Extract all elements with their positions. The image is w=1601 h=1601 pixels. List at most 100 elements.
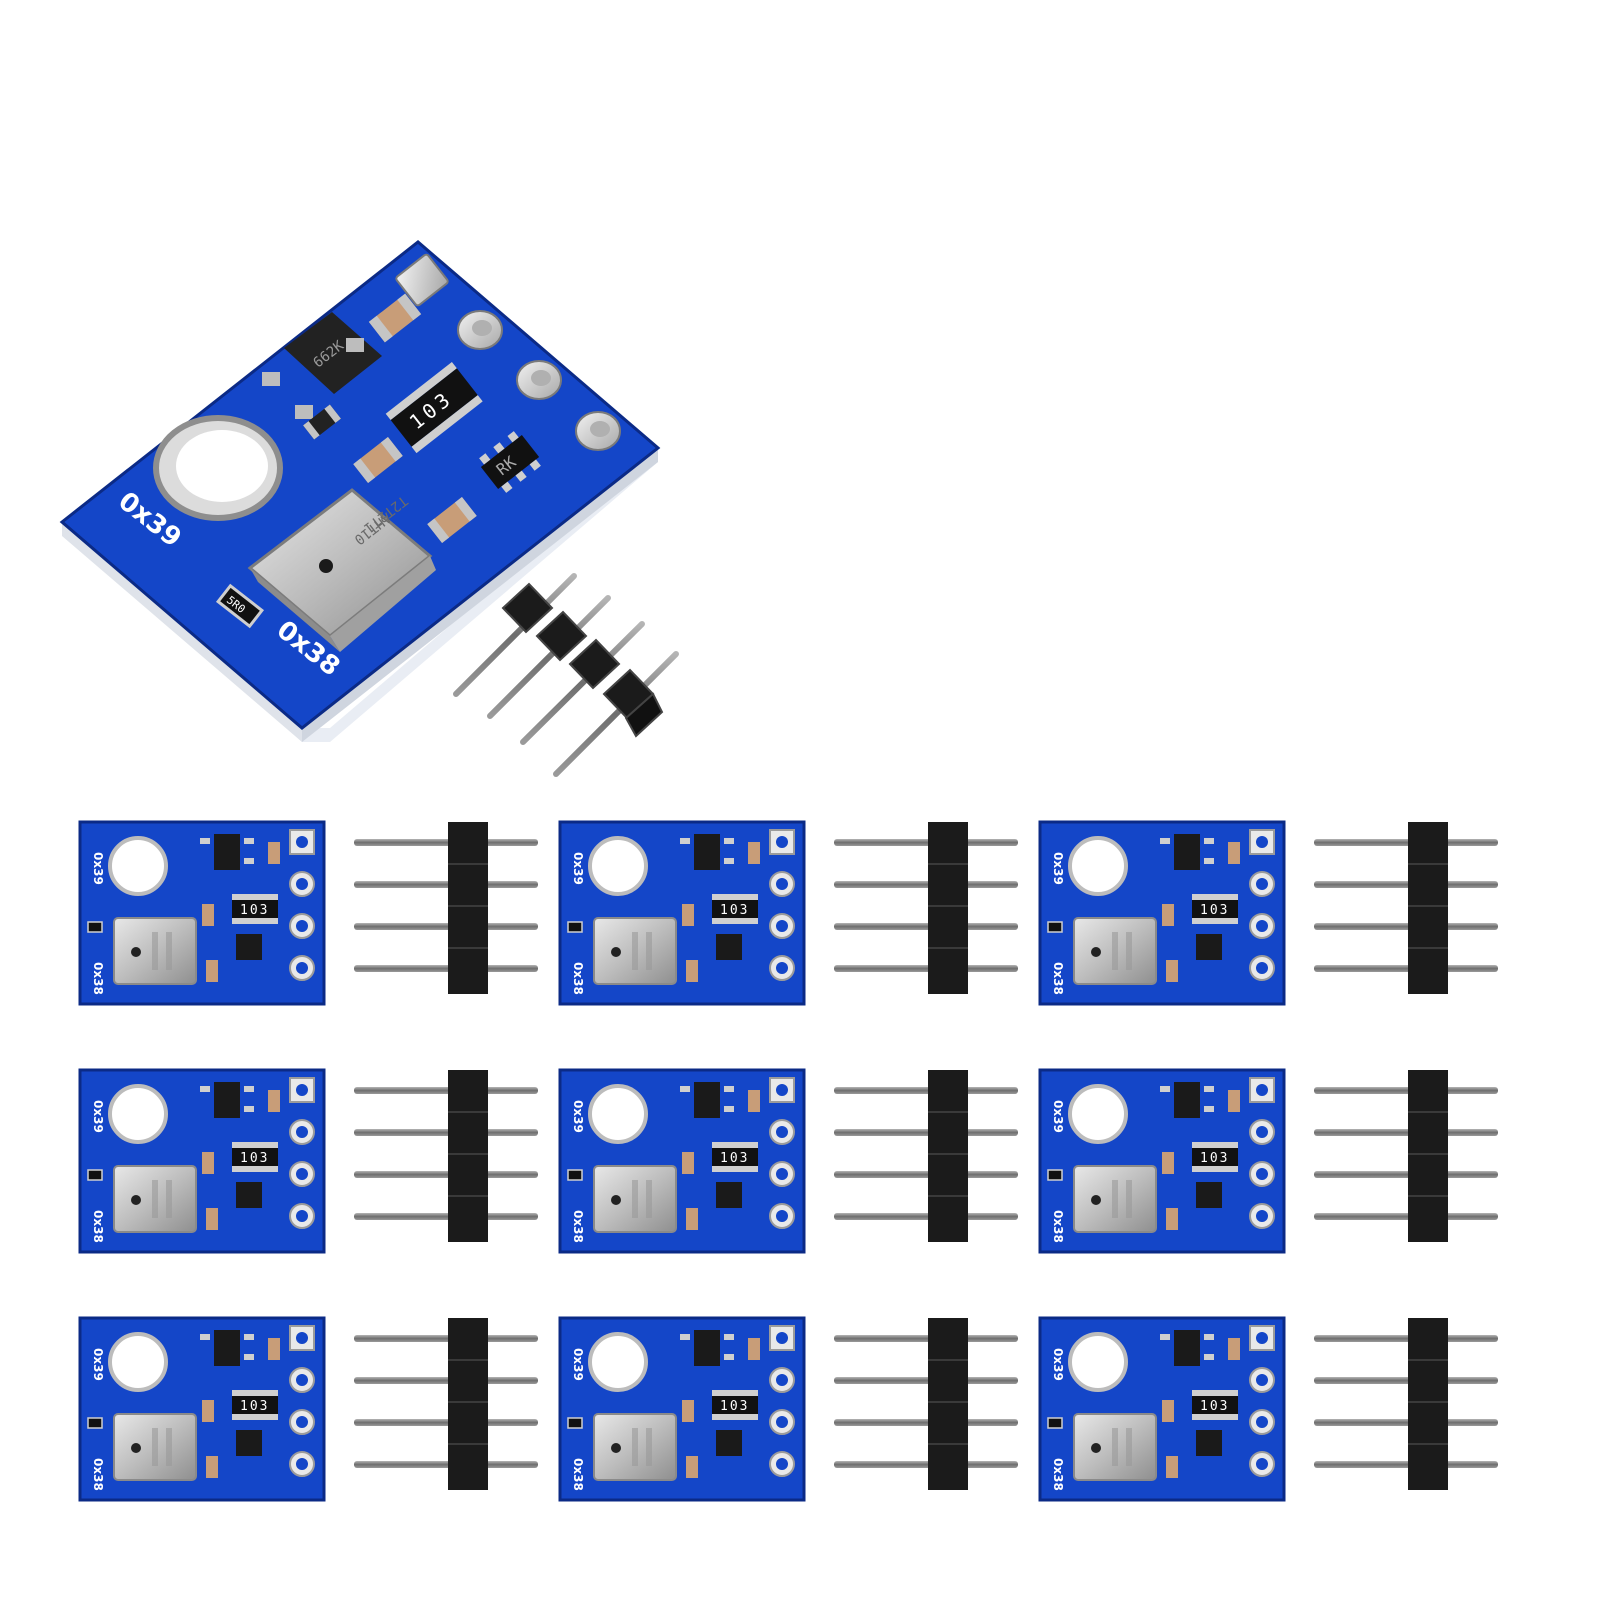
silk-address-bottom: 0x38 xyxy=(571,1458,585,1491)
mounting-hole xyxy=(108,1084,168,1144)
hero-capacitors xyxy=(303,293,477,544)
mounting-hole xyxy=(108,836,168,896)
sensor-can xyxy=(113,917,197,985)
pin-header-4 xyxy=(354,1070,538,1242)
regulator-ic xyxy=(1174,1330,1200,1366)
small-ic xyxy=(1196,1182,1222,1208)
capacitor xyxy=(682,904,694,926)
hero-small-resistor: 5R0 xyxy=(215,583,265,629)
resistor-array: 103 xyxy=(1192,1390,1238,1420)
resistor-array: 103 xyxy=(232,894,278,924)
regulator-ic xyxy=(694,1330,720,1366)
resistor-marking: 103 xyxy=(1200,1151,1229,1166)
capacitor xyxy=(1228,1090,1240,1112)
resistor-array: 103 xyxy=(1192,894,1238,924)
mounting-hole xyxy=(588,1332,648,1392)
hero-mounting-hole xyxy=(153,415,283,521)
silk-address-bottom: 0x38 xyxy=(91,962,105,995)
resistor-marking: 103 xyxy=(720,1151,749,1166)
header-pads xyxy=(1249,829,1275,981)
small-ic xyxy=(716,1430,742,1456)
capacitor xyxy=(206,1456,218,1478)
capacitor xyxy=(1162,904,1174,926)
header-pads xyxy=(1249,1325,1275,1477)
resistor-marking: 103 xyxy=(1200,1399,1229,1414)
silk-address-bottom: 0x38 xyxy=(571,1210,585,1243)
pin-header-1 xyxy=(354,822,538,994)
silk-address-top: 0x39 xyxy=(1051,852,1065,885)
header-plastic xyxy=(448,1070,488,1242)
capacitor xyxy=(1166,1456,1178,1478)
header-pads xyxy=(289,1077,315,1229)
regulator-ic xyxy=(214,834,240,870)
pin-header-7 xyxy=(354,1318,538,1490)
header-plastic xyxy=(1408,822,1448,994)
sensor-can xyxy=(1073,1413,1157,1481)
hero-module: 662K xyxy=(59,240,661,742)
header-pads xyxy=(769,1325,795,1477)
header-pads xyxy=(769,1077,795,1229)
small-ic xyxy=(1196,934,1222,960)
silk-address-top: 0x39 xyxy=(91,852,105,885)
mounting-hole xyxy=(1068,1332,1128,1392)
hero-regulator-ic: 662K xyxy=(262,312,382,419)
small-ic xyxy=(236,1182,262,1208)
header-plastic xyxy=(928,1070,968,1242)
mounting-hole xyxy=(588,1084,648,1144)
regulator-ic xyxy=(694,1082,720,1118)
capacitor xyxy=(268,842,280,864)
capacitor xyxy=(748,1090,760,1112)
module-grid: 103 0x39 0x38 103 0x39 0x38 103 0x39 0x38 103 0x39… xyxy=(78,820,1498,1502)
header-plastic xyxy=(928,822,968,994)
regulator-ic xyxy=(1174,1082,1200,1118)
capacitor xyxy=(682,1152,694,1174)
regulator-ic xyxy=(214,1330,240,1366)
regulator-ic xyxy=(694,834,720,870)
header-pads xyxy=(289,829,315,981)
small-ic xyxy=(1196,1430,1222,1456)
silk-address-top: 0x39 xyxy=(1051,1100,1065,1133)
header-plastic xyxy=(448,1318,488,1490)
resistor-marking: 103 xyxy=(240,903,269,918)
capacitor xyxy=(686,1208,698,1230)
capacitor xyxy=(202,904,214,926)
pin-header-6 xyxy=(1314,1070,1498,1242)
hero-pin-header xyxy=(453,573,679,777)
resistor-array: 103 xyxy=(232,1142,278,1172)
header-plastic xyxy=(1408,1070,1448,1242)
pin-header-8 xyxy=(834,1318,1018,1490)
capacitor xyxy=(686,1456,698,1478)
resistor-array: 103 xyxy=(712,1142,758,1172)
resistor-array: 103 xyxy=(232,1390,278,1420)
hero-pcb xyxy=(59,240,661,730)
hero-resistor-array: 103 xyxy=(385,361,483,454)
silk-address-bottom: 0x38 xyxy=(91,1458,105,1491)
small-ic xyxy=(716,934,742,960)
silk-address-top: 0x39 xyxy=(1051,1348,1065,1381)
capacitor xyxy=(268,1338,280,1360)
capacitor xyxy=(1162,1152,1174,1174)
sensor-can xyxy=(113,1165,197,1233)
header-plastic xyxy=(928,1318,968,1490)
sensor-can xyxy=(1073,917,1157,985)
resistor-array: 103 xyxy=(712,894,758,924)
capacitor xyxy=(748,1338,760,1360)
resistor-array: 103 xyxy=(1192,1142,1238,1172)
silk-address-bottom: 0x38 xyxy=(1051,1210,1065,1243)
header-plastic xyxy=(448,822,488,994)
sensor-module-1: 103 0x39 0x38 xyxy=(78,820,326,1006)
capacitor xyxy=(1166,1208,1178,1230)
mounting-hole xyxy=(1068,1084,1128,1144)
capacitor xyxy=(268,1090,280,1112)
capacitor xyxy=(202,1400,214,1422)
resistor-marking: 103 xyxy=(720,903,749,918)
header-plastic xyxy=(1408,1318,1448,1490)
capacitor xyxy=(202,1152,214,1174)
sensor-can xyxy=(593,1413,677,1481)
